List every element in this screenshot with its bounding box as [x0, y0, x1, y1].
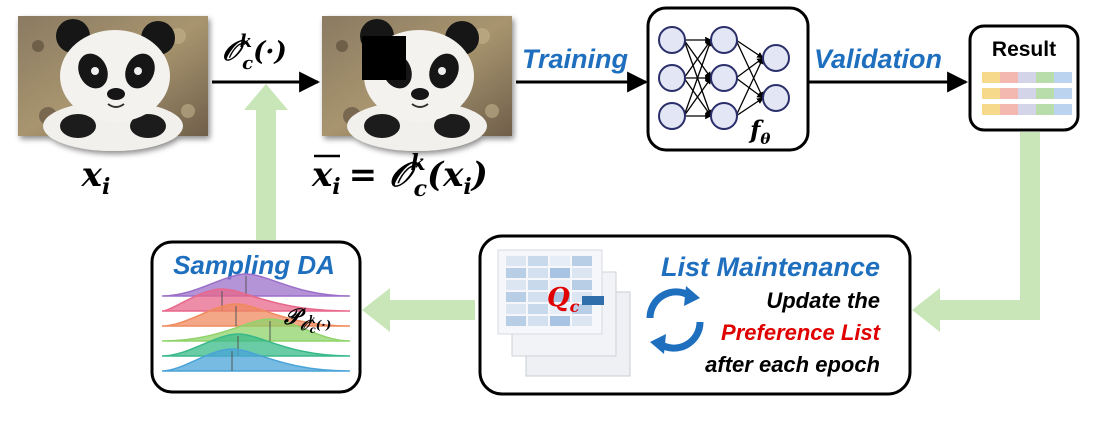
distribution-ridge — [161, 288, 351, 312]
matrix-cell — [506, 268, 526, 278]
matrix-label: Qc — [547, 283, 580, 316]
matrix-cell — [572, 304, 592, 314]
result-cell — [1000, 88, 1018, 99]
refresh-cycle-icon — [646, 286, 704, 354]
nn-node — [762, 84, 790, 112]
network-label: fθ — [748, 115, 770, 148]
network-node: fθ — [646, 6, 810, 152]
training-label: Training — [522, 44, 629, 74]
input-caption: xi — [81, 155, 111, 200]
matrix-cell — [572, 256, 592, 266]
result-node: Result — [968, 24, 1080, 132]
matrix-cell — [550, 280, 570, 290]
matrix-cell — [550, 304, 570, 314]
validation-label: Validation — [814, 44, 942, 74]
distribution-ridge — [161, 348, 351, 372]
matrix-cell — [528, 268, 548, 278]
panda-photo-icon — [17, 15, 209, 152]
nn-connection — [683, 77, 712, 117]
feedback-arrow-to-list — [940, 300, 1040, 320]
distribution-ridge — [161, 318, 351, 342]
matrix-cell — [528, 256, 548, 266]
result-title: Result — [992, 38, 1056, 61]
result-table-icon — [982, 72, 1072, 115]
distribution-ridge — [161, 333, 351, 357]
training-edge: Training — [516, 44, 649, 93]
feedback-arrow-result-down — [1020, 132, 1040, 307]
result-cell — [1018, 104, 1036, 115]
result-cell — [1036, 104, 1054, 115]
nn-connection — [735, 57, 764, 117]
neural-network-icon — [658, 26, 790, 130]
nn-node — [710, 102, 738, 130]
result-cell — [982, 104, 1000, 115]
feedback-arrow-to-sampling — [390, 300, 475, 320]
feedback-arrow-up — [256, 110, 276, 240]
nn-node — [710, 26, 738, 54]
matrix-cell — [528, 292, 548, 302]
result-cell — [1054, 72, 1072, 83]
matrix-cell — [506, 316, 526, 326]
panda-cutout-photo-icon — [321, 15, 513, 152]
distribution-ridge — [161, 303, 351, 327]
result-cell — [1018, 88, 1036, 99]
result-cell — [1018, 72, 1036, 83]
distribution-ridges-icon — [161, 273, 351, 372]
result-cell — [1036, 88, 1054, 99]
matrix-cell — [550, 268, 570, 278]
matrix-cell — [506, 292, 526, 302]
feedback-arrows — [244, 84, 1040, 332]
result-cell — [1054, 104, 1072, 115]
matrix-cell — [572, 268, 592, 278]
validation-edge: Validation — [808, 44, 969, 93]
preference-list-text: Preference List — [721, 320, 882, 345]
result-cell — [982, 72, 1000, 83]
list-maintenance-node: Qc List Maintenance Update the Preferenc… — [478, 234, 912, 396]
feedback-arrowhead-sampling — [362, 288, 390, 332]
matrix-cell — [550, 316, 570, 326]
result-cell — [982, 88, 1000, 99]
result-cell — [1000, 104, 1018, 115]
matrix-highlight — [582, 296, 604, 305]
matrix-cell — [572, 316, 592, 326]
result-cell — [1054, 88, 1072, 99]
feedback-arrowhead-list — [912, 288, 940, 332]
list-maintenance-title: List Maintenance — [661, 252, 880, 282]
matrix-cell — [528, 304, 548, 314]
input-image-node: xi — [17, 15, 209, 200]
result-cell — [1000, 72, 1018, 83]
matrix-cell — [506, 256, 526, 266]
nn-node — [658, 64, 686, 92]
epoch-text: after each epoch — [705, 352, 880, 377]
nn-node — [710, 64, 738, 92]
cutout-patch — [362, 36, 406, 80]
update-text: Update the — [766, 288, 880, 313]
matrix-cell — [550, 292, 570, 302]
preference-matrix-icon — [506, 256, 604, 326]
nn-connection — [735, 97, 764, 117]
feedback-arrowhead-up — [244, 84, 288, 110]
matrix-cell — [572, 280, 592, 290]
matrix-cell — [550, 256, 570, 266]
matrix-cell — [528, 316, 548, 326]
nn-connection — [735, 39, 764, 99]
result-cell — [1036, 72, 1054, 83]
matrix-cell — [506, 304, 526, 314]
nn-node — [762, 44, 790, 72]
matrix-cell — [506, 280, 526, 290]
matrix-cell — [528, 280, 548, 290]
nn-connection — [683, 39, 713, 117]
nn-connection — [735, 39, 764, 59]
nn-node — [658, 26, 686, 54]
nn-node — [658, 102, 686, 130]
